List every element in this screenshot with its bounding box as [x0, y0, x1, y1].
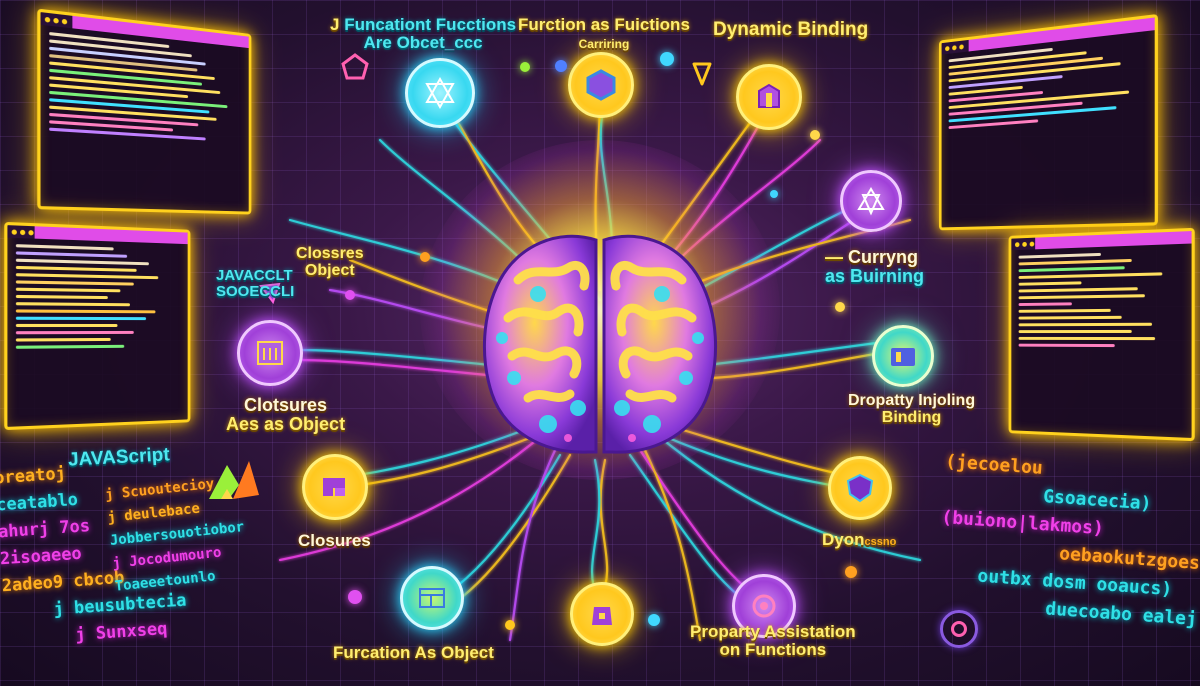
- label-right-upper: — Curryng as Buirning: [825, 247, 925, 286]
- cube-icon: [758, 83, 780, 108]
- label-left-middle: Clotsures Aes as Object: [226, 396, 345, 434]
- node-left-lower: [302, 454, 368, 520]
- label-bottom-right: Proparty Assistation on Functions: [690, 623, 856, 659]
- label-left-javascript: JAVACCLT SOOECCLI: [216, 268, 294, 300]
- node-top-right: [736, 64, 802, 130]
- label-line: Proparty Assistation: [690, 622, 856, 641]
- sparkle: [345, 290, 355, 300]
- label-line: Carriring: [578, 36, 630, 51]
- pentagon-decor-icon: [341, 53, 369, 80]
- label-left-upper: Clossres Object: [296, 245, 364, 280]
- label-line: Dynamic Binding: [713, 19, 869, 40]
- label-prefix: J: [330, 15, 340, 34]
- label-line: Closures: [298, 531, 371, 550]
- label-line: as Buirning: [825, 265, 925, 286]
- node-top-left: [405, 58, 475, 128]
- hexagon-icon: [586, 69, 616, 101]
- javascript-logo-icon: [209, 461, 259, 499]
- label-bottom-left: Furcation As Object: [333, 644, 494, 662]
- label-line: Funcationt Fucctions: [344, 15, 517, 34]
- label-top-left: J Funcationt Fucctions Are Obcet_ccc: [330, 16, 516, 52]
- triangle-star-icon: [857, 187, 885, 216]
- brain-icon: [483, 234, 717, 454]
- gem-decor-icon: [259, 282, 281, 305]
- label-right-lower: Dyoncssno: [822, 530, 897, 549]
- sparkle: [660, 52, 674, 66]
- node-left-middle: [237, 320, 303, 386]
- label-left-lower: Closures: [298, 532, 371, 550]
- node-bottom-center: [570, 582, 634, 646]
- label-line: Furction as Fuictions: [518, 15, 690, 34]
- sparkle: [648, 614, 660, 626]
- node-right-upper: [840, 170, 902, 232]
- label-line: Furcation As Object: [333, 643, 494, 662]
- label-line: on Functions: [719, 639, 827, 659]
- label-line: Clotsures: [244, 395, 328, 415]
- folder-icon: [891, 348, 915, 366]
- brain-glow: [420, 140, 780, 480]
- label-line: Aes as Object: [226, 413, 346, 434]
- sparkle: [770, 190, 778, 198]
- sparkle: [348, 590, 362, 604]
- label-right-middle: Dropatty Injoling Binding: [848, 392, 976, 427]
- label-line: Object: [304, 261, 355, 279]
- label-line: Binding: [881, 408, 942, 426]
- sparkle: [505, 620, 515, 630]
- blocks-icon: [323, 478, 345, 496]
- node-bottom-right: [732, 574, 796, 638]
- bag-icon: [592, 607, 612, 625]
- gear-icon: [752, 594, 776, 618]
- node-right-middle: [872, 325, 934, 387]
- window-icon: [419, 588, 445, 608]
- node-right-lower: [828, 456, 892, 520]
- sparkle: [520, 62, 530, 72]
- node-bottom-left: [400, 566, 464, 630]
- label-top-right: Dynamic Binding: [713, 20, 868, 40]
- label-line: JAVACCLT: [216, 267, 293, 284]
- sparkle: [845, 566, 857, 578]
- code-box-icon: [257, 341, 283, 365]
- node-top-center: [568, 52, 634, 118]
- star-of-david-icon: [425, 76, 455, 110]
- sparkle: [420, 252, 430, 262]
- sparkle: [835, 302, 845, 312]
- droplet-decor-icon: [692, 62, 712, 86]
- label-line: Curryng: [848, 247, 919, 267]
- label-line: Dyon: [822, 530, 865, 549]
- label-line: Dropatty Injoling: [848, 392, 976, 409]
- sparkle: [810, 130, 820, 140]
- sparkle: [555, 60, 567, 72]
- at-sign-icon: [940, 610, 978, 648]
- shield-icon: [846, 473, 874, 503]
- label-line: SOOECCLI: [216, 282, 295, 300]
- label-line: Clossres: [296, 245, 364, 262]
- label-top-center: Furction as Fuictions Carriring: [518, 16, 690, 52]
- label-line: Are Obcet_ccc: [363, 32, 483, 52]
